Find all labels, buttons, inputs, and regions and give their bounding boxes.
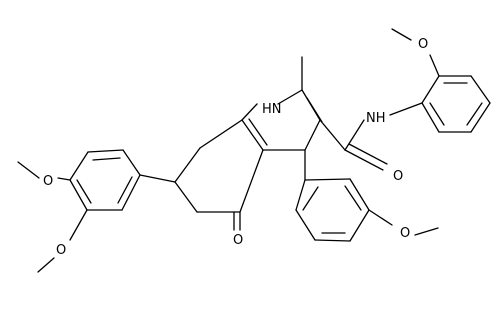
bond-c7aryl-o-lower [69,209,88,241]
bond-c4aryl-o [368,209,393,226]
bond-naryl-1 [421,75,440,104]
bond-ring-c8-c7 [174,147,201,183]
bond-amide-c-o [344,149,384,171]
bond-naryl-inner-2 [466,102,483,126]
bond-c7aryl-inner-3 [117,176,133,204]
bond-ring-c7-c6 [174,181,198,213]
bond-c4aryl-5 [349,178,370,211]
bond-c4aryl-o-me [414,227,439,236]
atom-label-methoxy-o-bottom: O [400,226,410,241]
bond-amide-c-nh [344,119,365,151]
bond-layer [17,28,491,273]
bond-c7aryl-6 [121,174,141,211]
bond-ring-c3-c4 [304,119,321,151]
bond-naryl-inner-3 [429,102,445,126]
bond-ring-c4a-c8a-inner [248,118,268,146]
bond-c4aryl-inner-2 [344,185,362,211]
bond-c7aryl-4 [69,179,88,211]
bond-naryl-o [429,54,440,77]
bond-ring-c4a-c8a [241,119,264,151]
bond-ring-c2-c3-inner [306,97,323,123]
bond-naryl-3 [470,75,491,104]
bond-c4aryl-4 [349,209,370,242]
bond-ring-c8a-c8 [199,119,243,149]
bond-c7aryl-1 [122,149,141,176]
bond-ring-c8a-nh [241,103,258,121]
bond-amide-c-o-double [348,143,388,165]
bond-naryl-6 [421,102,440,133]
bond-c4aryl-6 [304,178,351,181]
bond-c4aryl-2 [295,209,316,241]
bond-c7aryl-o-upper-me [17,161,40,179]
bond-c7aryl-o-upper [57,177,71,181]
bond-amide-c3-c [319,119,346,151]
bond-c7aryl-o-lower-me [37,257,55,273]
atom-label-methoxy-o-left-upper: O [43,174,53,189]
bond-c7aryl-link [139,174,176,183]
bond-ring-c5-c4a [239,149,264,213]
bond-c4aryl-1 [295,179,306,211]
bond-c7aryl-2 [87,149,124,153]
bond-naryl-o-me [391,28,412,41]
bond-c7aryl-3 [69,151,89,181]
bond-c7aryl-inner-2 [76,179,92,204]
atom-label-ketone-o: O [233,233,243,248]
atom-label-methoxy-o-right: O [418,37,428,52]
bond-naryl-4 [470,102,491,133]
bond-ring-nh-c2 [277,89,303,105]
bond-c7aryl-inner-1 [92,157,121,161]
atom-label-amide-nh: NH [366,111,386,126]
atom-label-methoxy-o-left-lower: O [56,243,66,258]
atom-label-layer: HN NH O O O O O O [43,37,428,258]
bond-c4aryl-3 [314,239,351,242]
atom-label-amide-o: O [393,169,403,184]
bond-c4aryl-inner-3 [302,186,319,211]
bond-amide-nh-aryl [389,102,423,116]
atom-label-ring-nh: HN [262,102,282,117]
